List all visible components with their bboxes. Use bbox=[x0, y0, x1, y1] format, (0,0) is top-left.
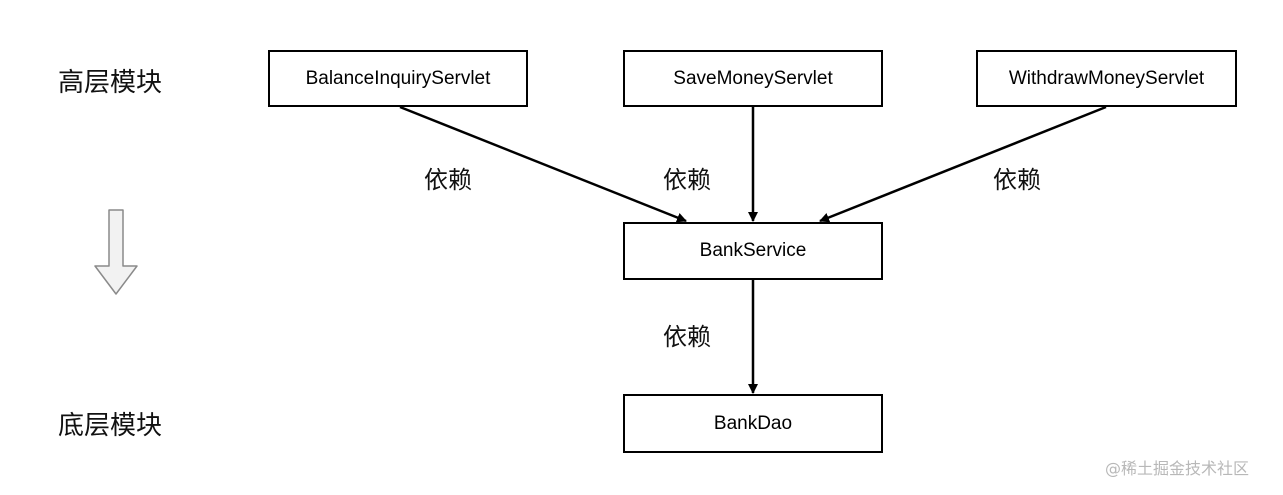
node-balance-inquiry-servlet: BalanceInquiryServlet bbox=[268, 50, 528, 107]
node-withdraw-money-servlet: WithdrawMoneyServlet bbox=[976, 50, 1237, 107]
edge-balance-to-service bbox=[399, 105, 687, 223]
edge-label-service-to-dao: 依赖 bbox=[663, 323, 711, 351]
down-arrow-icon bbox=[94, 209, 138, 295]
edge-label-withdraw: 依赖 bbox=[993, 166, 1041, 194]
high-level-label: 高层模块 bbox=[58, 68, 163, 98]
edge-withdraw-to-service bbox=[819, 105, 1107, 223]
low-level-label: 底层模块 bbox=[58, 411, 163, 441]
edge-label-save: 依赖 bbox=[663, 166, 711, 194]
node-bank-dao: BankDao bbox=[623, 394, 883, 453]
node-bank-service: BankService bbox=[623, 222, 883, 280]
edge-label-balance: 依赖 bbox=[424, 166, 472, 194]
node-save-money-servlet: SaveMoneyServlet bbox=[623, 50, 883, 107]
watermark-text: @稀土掘金技术社区 bbox=[1105, 459, 1250, 478]
